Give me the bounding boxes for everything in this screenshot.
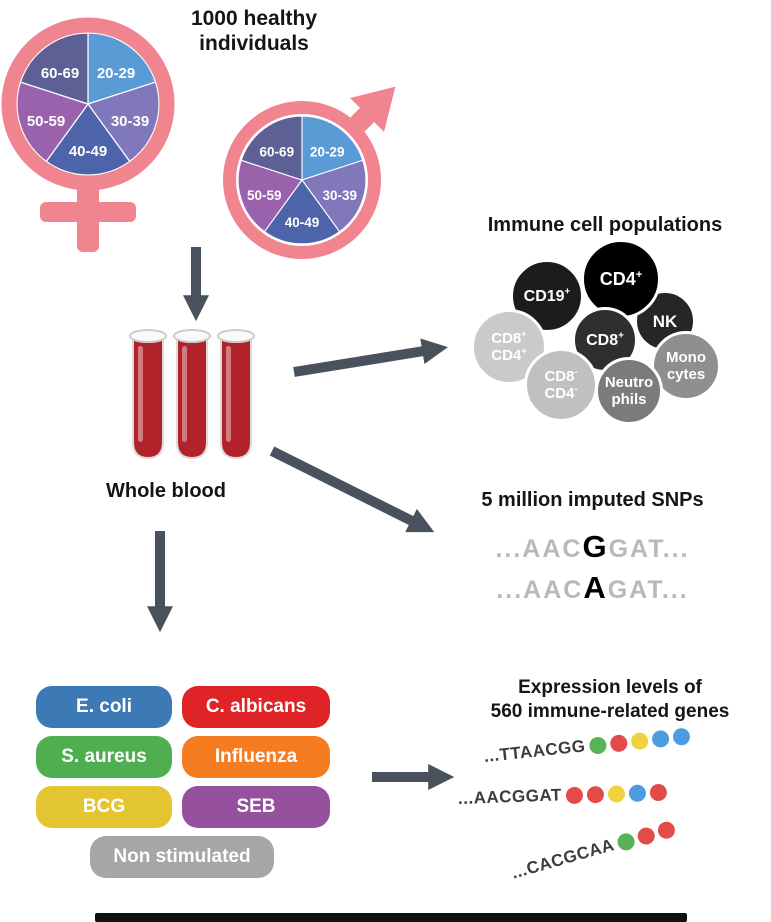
cell-cd8-cd4-double-positive: CD8+ CD4+ [471,309,547,385]
bead [615,830,637,852]
age-pie-chart-male [237,115,367,245]
expression-title: Expression levels of 560 immune-related … [455,676,765,724]
snp-section: 5 million imputed SNPs ...AACGGAT... ...… [420,489,765,606]
expression-title-line2: 560 immune-related genes [490,701,730,722]
main-title-line2: individuals [199,32,309,55]
snp-variant-a: A [583,570,608,605]
stimulus-bcg: BCG [36,786,172,828]
stimulus-s-aureus: S. aureus [36,736,172,778]
pie-slice-30-39 [87,81,160,163]
bead [609,733,629,753]
bead [651,729,670,748]
bead [635,825,657,847]
age-pie-chart: 20-29 30-39 40-49 50-59 60-69 [16,32,160,176]
bead [630,731,649,750]
main-title: 1000 healthy individuals [148,6,360,56]
snp-sequence-2: ...AACAGAT... [496,570,689,605]
stimulus-influenza: Influenza [182,736,330,778]
cell-cd8-cd4-double-negative: CD8- CD4- [524,348,598,422]
blood-tube-1 [129,329,167,460]
male-symbol [223,86,396,259]
stimulus-seb: SEB [182,786,330,828]
main-title-line1: 1000 healthy [190,7,318,30]
pie-label-50-59: 50-59 [27,113,65,130]
gene-sequence: ...AACGGAT [457,785,563,808]
pie-label-30-39: 30-39 [111,113,149,130]
bead [588,735,608,755]
stimulus-e-coli: E. coli [36,686,172,728]
pie-slice-50-59 [16,81,89,163]
pie-slice-20-29 [87,32,157,105]
bead [628,783,647,802]
cell-neutrophils: Neutro phils [595,357,663,425]
cell-cd4: CD4+ [581,239,661,319]
pie-label-60-69: 60-69 [41,65,79,82]
pie-slice-60-69 [19,32,89,105]
stimulus-c-albicans: C. albicans [182,686,330,728]
female-symbol: 20-29 30-39 40-49 50-59 60-69 [1,17,175,252]
bead [649,783,668,801]
bead [565,786,584,804]
expression-title-line1: Expression levels of [518,677,702,698]
blood-tube-2 [173,329,211,460]
immune-cells-title: Immune cell populations [487,214,723,236]
bead [607,784,626,803]
female-symbol-crossbar [40,202,136,222]
bottom-bar [95,913,687,922]
whole-blood-label: Whole blood [106,480,226,502]
pie-label-20-29: 20-29 [97,65,135,82]
snp-title: 5 million imputed SNPs [481,489,704,511]
stimulus-non-stimulated: Non stimulated [90,836,274,878]
male-symbol-ring [223,101,381,259]
blood-tube-3 [217,329,255,460]
arrow-blood-to-cells [293,338,448,377]
female-symbol-ring [1,17,175,191]
arrow-blood-to-snps [269,446,435,533]
snp-variant-g: G [582,529,609,564]
snp-sequence-1: ...AACGGAT... [495,529,690,564]
pie-slice-40-49 [45,102,131,176]
pie-label-40-49: 40-49 [69,143,107,160]
bead [672,726,691,746]
bead [586,785,605,803]
